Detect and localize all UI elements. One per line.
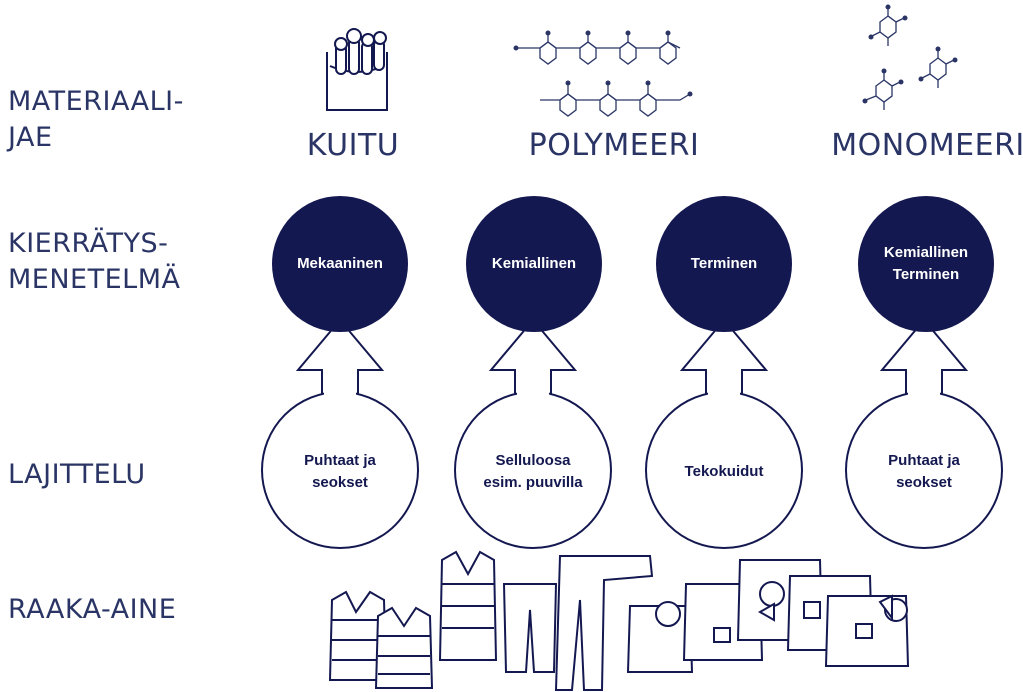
sorting-label-1: Puhtaat ja seokset	[304, 452, 376, 491]
material-label-fiber: KUITU	[306, 128, 400, 163]
row-label-recycling-method: KIERRÄTYS- MENETELMÄ	[8, 228, 181, 295]
sorting-label-2: Selluloosa esim. puuvilla	[483, 452, 583, 491]
sorting-label-4: Puhtaat ja seokset	[888, 452, 960, 491]
fiber-bundle-icon	[326, 28, 388, 111]
method-circle-chemical: Kemiallinen	[466, 196, 602, 332]
sorting-label-3: Tekokuidut	[684, 463, 764, 480]
row-label-raw-material: RAAKA-AINE	[8, 594, 177, 625]
monomer-molecules-icon	[862, 4, 958, 110]
method-circle-thermal: Terminen	[656, 196, 792, 332]
textile-waste-icon	[328, 550, 910, 691]
polymer-chain-icon	[513, 30, 693, 117]
row-label-sorting: LAJITTELU	[8, 459, 146, 490]
material-label-polymer: POLYMEERI	[528, 128, 700, 163]
method-circle-chemical-thermal: Kemiallinen Terminen	[858, 196, 994, 332]
sorting-arrow-4	[845, 319, 1003, 549]
sorting-arrow-2	[454, 319, 612, 549]
sorting-arrow-1	[261, 319, 419, 549]
sorting-arrow-3	[645, 319, 803, 549]
material-label-monomer: MONOMEERI	[831, 128, 1023, 163]
method-circle-mechanical: Mekaaninen	[272, 196, 408, 332]
row-label-material-fraction: MATERIAALI- JAE	[8, 86, 184, 153]
